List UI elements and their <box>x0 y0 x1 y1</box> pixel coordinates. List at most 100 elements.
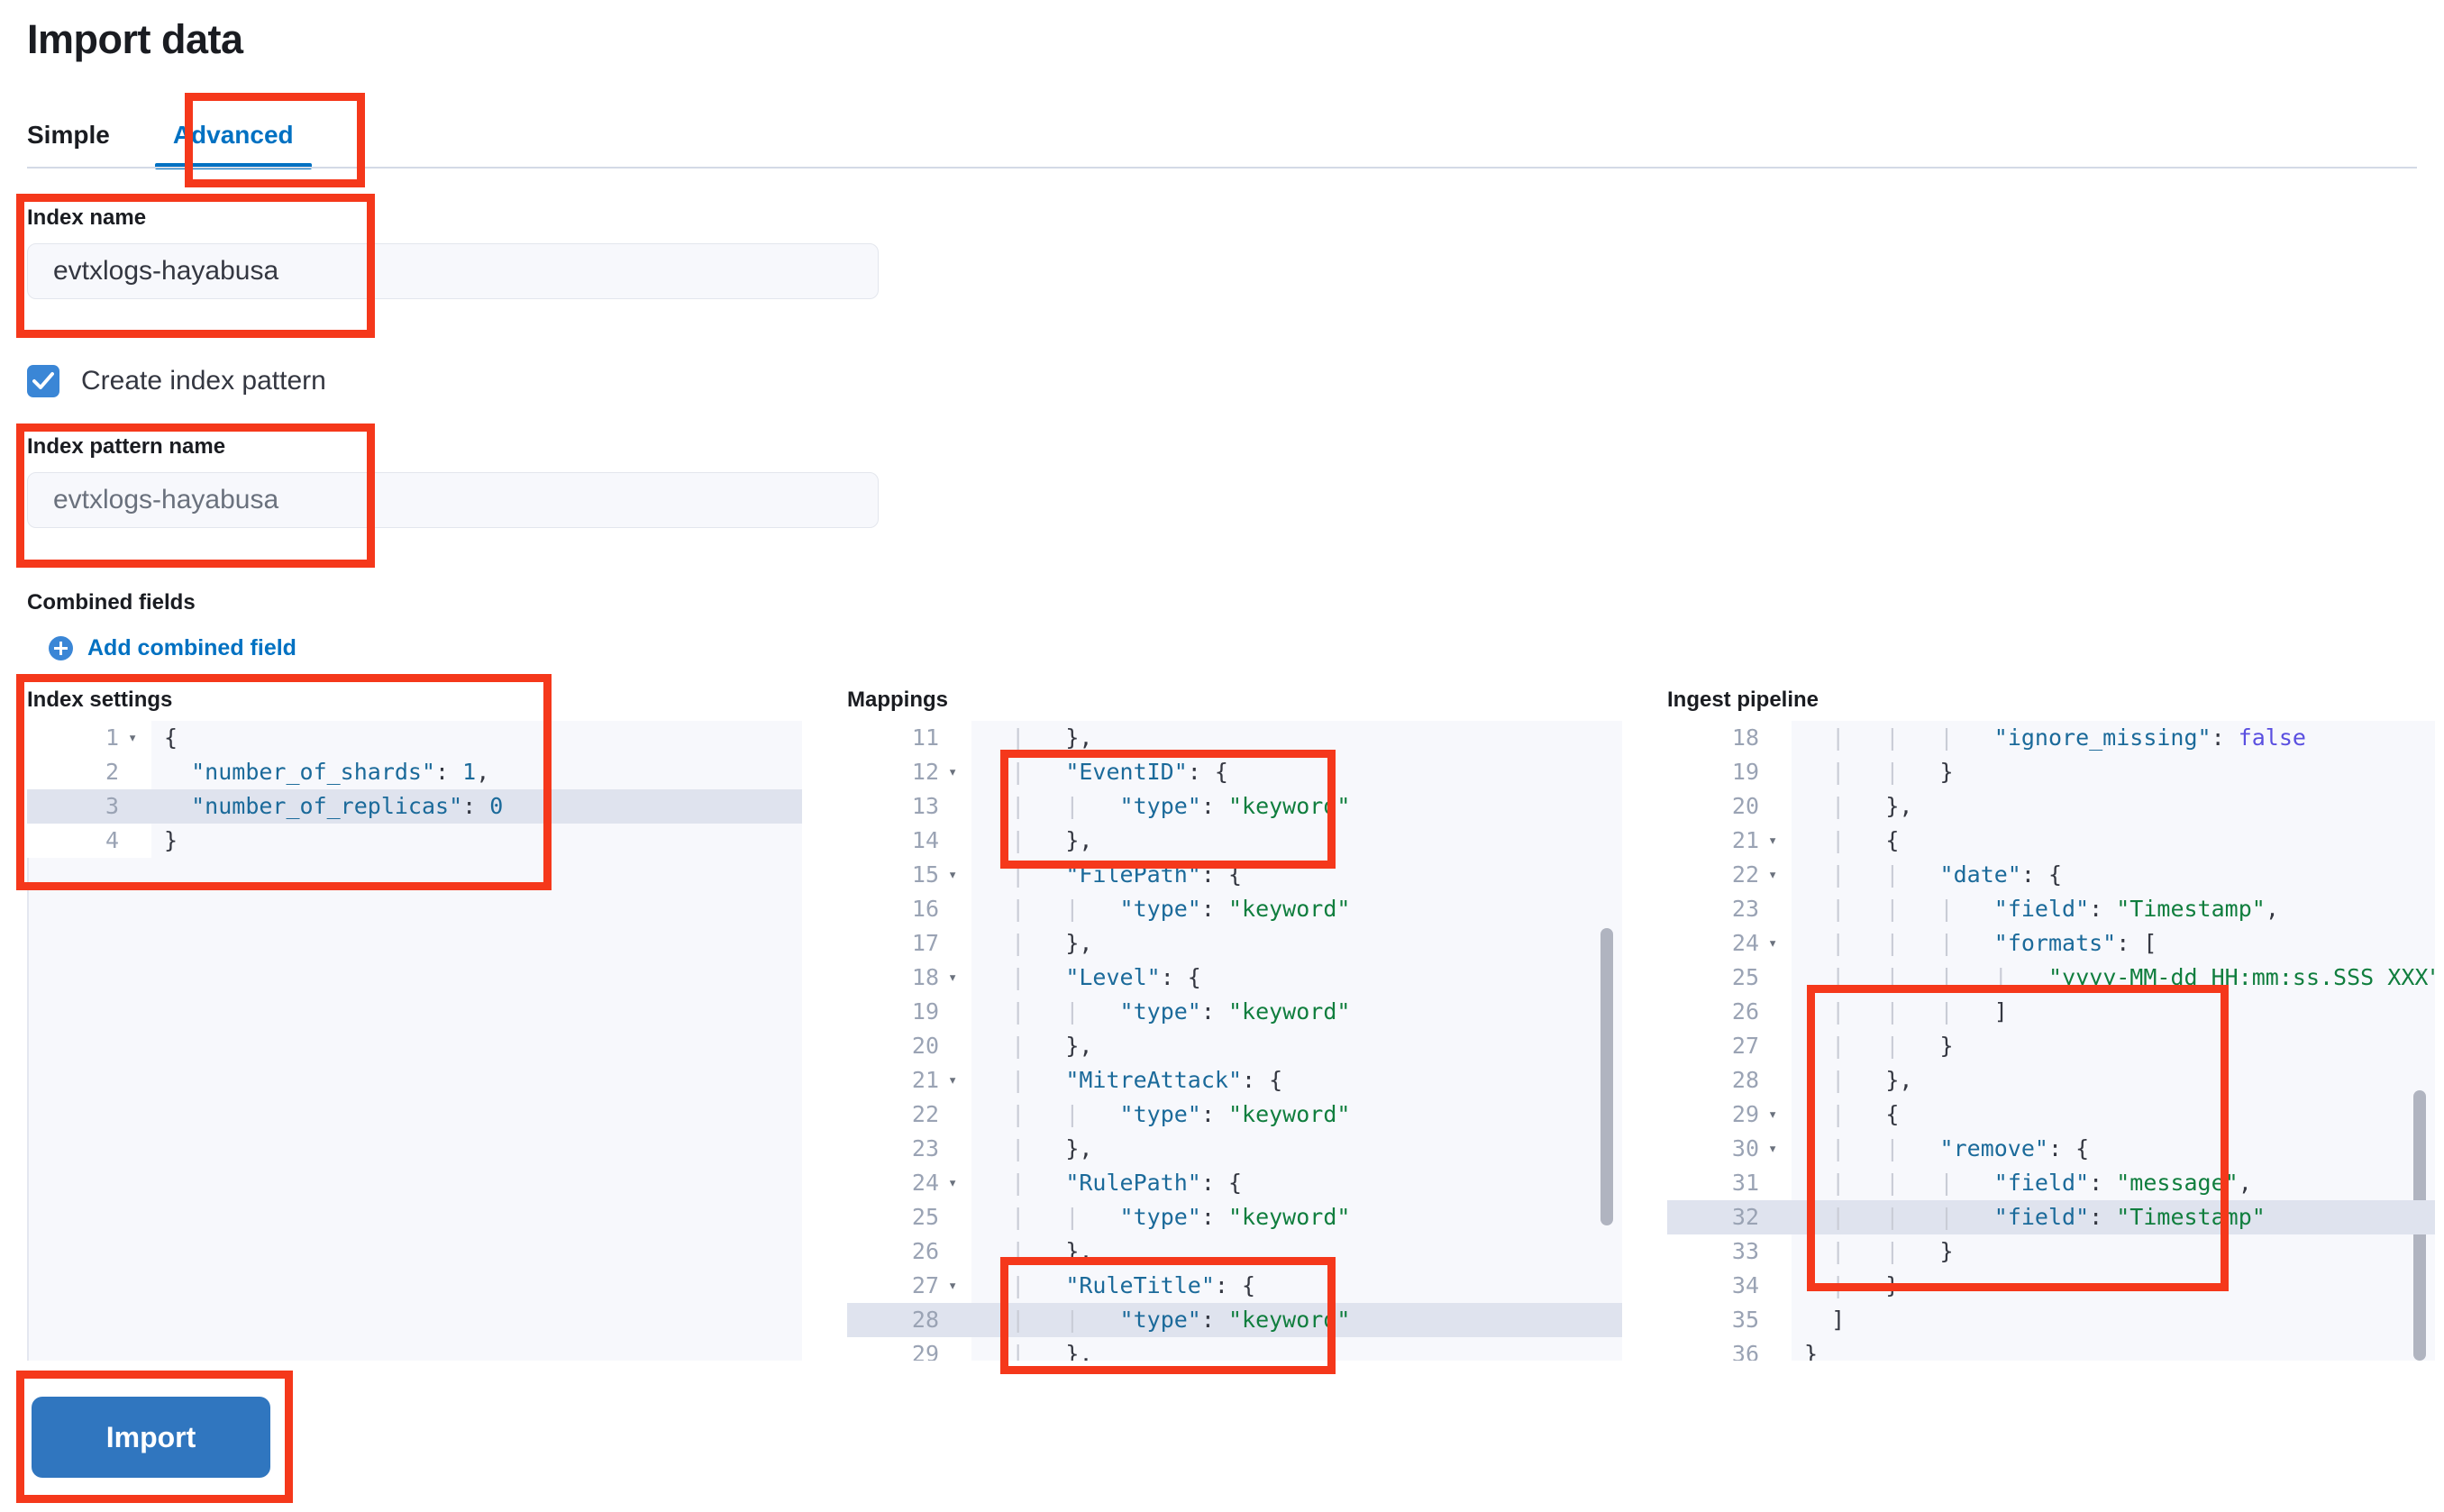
fold-spacer <box>1768 1337 1792 1361</box>
code-line[interactable]: 17 | }, <box>847 926 1622 961</box>
page-title: Import data <box>27 16 243 62</box>
code-line[interactable]: 19 | | } <box>1667 755 2435 789</box>
index-settings-editor[interactable]: 1▾{2 "number_of_shards": 1,3 "number_of_… <box>27 721 802 1361</box>
line-number: 3 <box>27 789 128 824</box>
code-line[interactable]: 4} <box>27 824 802 858</box>
line-number: 25 <box>1667 961 1768 995</box>
code-text: | | "type": "keyword" <box>1011 793 1351 819</box>
fold-caret-icon[interactable]: ▾ <box>948 755 971 789</box>
code-line[interactable]: 1▾{ <box>27 721 802 755</box>
code-line[interactable]: 26 | | | ] <box>1667 995 2435 1029</box>
line-number: 22 <box>1667 858 1768 892</box>
code-line[interactable]: 15▾ | "FilePath": { <box>847 858 1622 892</box>
code-line[interactable]: 20 | }, <box>1667 789 2435 824</box>
fold-caret-icon[interactable]: ▾ <box>1768 824 1792 858</box>
line-number: 29 <box>1667 1098 1768 1132</box>
fold-caret-icon[interactable]: ▾ <box>1768 858 1792 892</box>
code-text: } <box>1804 1341 1819 1361</box>
code-line[interactable]: 26 | }, <box>847 1234 1622 1269</box>
code-text: } <box>164 827 178 853</box>
code-line[interactable]: 25 | | | | "yyyy-MM-dd HH:mm:ss.SSS XXX" <box>1667 961 2435 995</box>
code-text: | | "date": { <box>1831 861 2063 888</box>
code-text: | | "type": "keyword" <box>1011 1204 1351 1230</box>
code-line[interactable]: 12▾ | "EventID": { <box>847 755 1622 789</box>
code-line[interactable]: 18▾ | "Level": { <box>847 961 1622 995</box>
code-line[interactable]: 32 | | | "field": "Timestamp" <box>1667 1200 2435 1234</box>
code-line[interactable]: 13 | | "type": "keyword" <box>847 789 1622 824</box>
code-line[interactable]: 36} <box>1667 1337 2435 1361</box>
line-number: 36 <box>1667 1337 1768 1361</box>
code-line[interactable]: 23 | | | "field": "Timestamp", <box>1667 892 2435 926</box>
code-line[interactable]: 35 ] <box>1667 1303 2435 1337</box>
index-name-input[interactable]: evtxlogs-hayabusa <box>27 243 879 299</box>
code-line[interactable]: 2 "number_of_shards": 1, <box>27 755 802 789</box>
add-combined-field-link[interactable]: Add combined field <box>49 635 296 661</box>
line-number: 15 <box>847 858 948 892</box>
code-line[interactable]: 25 | | "type": "keyword" <box>847 1200 1622 1234</box>
fold-caret-icon[interactable]: ▾ <box>948 1063 971 1098</box>
code-line[interactable]: 33 | | } <box>1667 1234 2435 1269</box>
code-line[interactable]: 20 | }, <box>847 1029 1622 1063</box>
code-text: | }, <box>1011 1135 1093 1161</box>
mappings-editor[interactable]: 11 | },12▾ | "EventID": {13 | | "type": … <box>847 721 1622 1361</box>
code-line[interactable]: 19 | | "type": "keyword" <box>847 995 1622 1029</box>
code-line[interactable]: 14 | }, <box>847 824 1622 858</box>
create-index-pattern-checkbox[interactable]: Create index pattern <box>27 365 326 397</box>
code-line[interactable]: 21▾ | { <box>1667 824 2435 858</box>
line-number: 24 <box>847 1166 948 1200</box>
fold-caret-icon[interactable]: ▾ <box>1768 926 1792 961</box>
code-line[interactable]: 22▾ | | "date": { <box>1667 858 2435 892</box>
fold-caret-icon[interactable]: ▾ <box>948 1166 971 1200</box>
line-number: 2 <box>27 755 128 789</box>
fold-spacer <box>1768 1234 1792 1269</box>
index-pattern-name-input[interactable]: evtxlogs-hayabusa <box>27 472 879 528</box>
code-text: | | } <box>1831 1033 1954 1059</box>
fold-caret-icon[interactable]: ▾ <box>128 721 151 755</box>
code-line[interactable]: 3 "number_of_replicas": 0 <box>27 789 802 824</box>
code-line[interactable]: 31 | | | "field": "message", <box>1667 1166 2435 1200</box>
code-line[interactable]: 16 | | "type": "keyword" <box>847 892 1622 926</box>
code-text: "number_of_replicas": 0 <box>191 793 504 819</box>
fold-spacer <box>1768 1029 1792 1063</box>
code-text: | "RulePath": { <box>1011 1170 1242 1196</box>
code-line[interactable]: 24▾ | | | "formats": [ <box>1667 926 2435 961</box>
line-number: 27 <box>1667 1029 1768 1063</box>
fold-caret-icon[interactable]: ▾ <box>948 961 971 995</box>
line-number: 33 <box>1667 1234 1768 1269</box>
tab-advanced[interactable]: Advanced <box>139 121 328 169</box>
import-button[interactable]: Import <box>32 1397 270 1478</box>
code-line[interactable]: 29 | }, <box>847 1337 1622 1361</box>
code-line[interactable]: 28 | | "type": "keyword" <box>847 1303 1622 1337</box>
code-line[interactable]: 29▾ | { <box>1667 1098 2435 1132</box>
code-line[interactable]: 27 | | } <box>1667 1029 2435 1063</box>
code-line[interactable]: 22 | | "type": "keyword" <box>847 1098 1622 1132</box>
fold-caret-icon[interactable]: ▾ <box>1768 1132 1792 1166</box>
code-line[interactable]: 30▾ | | "remove": { <box>1667 1132 2435 1166</box>
code-line[interactable]: 23 | }, <box>847 1132 1622 1166</box>
line-number: 20 <box>1667 789 1768 824</box>
code-line[interactable]: 11 | }, <box>847 721 1622 755</box>
code-line[interactable]: 27▾ | "RuleTitle": { <box>847 1269 1622 1303</box>
code-line[interactable]: 18 | | | "ignore_missing": false <box>1667 721 2435 755</box>
fold-spacer <box>1768 1200 1792 1234</box>
line-number: 1 <box>27 721 128 755</box>
line-number: 18 <box>1667 721 1768 755</box>
code-text: | | } <box>1831 759 1954 785</box>
line-number: 30 <box>1667 1132 1768 1166</box>
fold-caret-icon[interactable]: ▾ <box>948 1269 971 1303</box>
mappings-scrollbar[interactable] <box>1600 928 1613 1225</box>
code-line[interactable]: 21▾ | "MitreAttack": { <box>847 1063 1622 1098</box>
tab-simple[interactable]: Simple <box>27 121 110 149</box>
code-line[interactable]: 24▾ | "RulePath": { <box>847 1166 1622 1200</box>
code-text: | "MitreAttack": { <box>1011 1067 1283 1093</box>
code-line[interactable]: 34 | } <box>1667 1269 2435 1303</box>
fold-caret-icon[interactable]: ▾ <box>948 858 971 892</box>
code-line[interactable]: 28 | }, <box>1667 1063 2435 1098</box>
code-text: | }, <box>1011 1341 1093 1361</box>
ingest-pipeline-title: Ingest pipeline <box>1667 688 1819 712</box>
fold-spacer <box>948 1303 971 1337</box>
line-number: 18 <box>847 961 948 995</box>
fold-caret-icon[interactable]: ▾ <box>1768 1098 1792 1132</box>
code-text: | { <box>1831 827 1900 853</box>
